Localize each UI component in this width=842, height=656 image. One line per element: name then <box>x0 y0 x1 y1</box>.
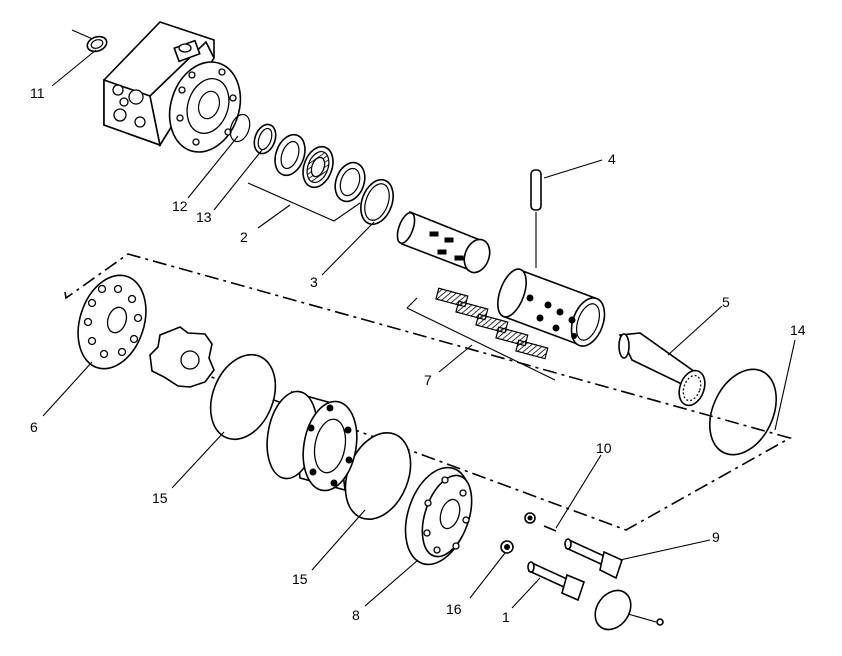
pin-part-10 <box>543 525 557 532</box>
spring-set-part-7 <box>406 287 556 381</box>
callout-16: 16 <box>446 601 462 617</box>
end-cap-part-8 <box>404 466 473 566</box>
callout-7: 7 <box>424 372 432 388</box>
valve-plate-part-6 <box>77 274 147 370</box>
ring-part-3 <box>360 178 394 226</box>
callout-1: 1 <box>502 609 510 625</box>
cover-plate-part <box>594 589 664 631</box>
callout-6: 6 <box>30 419 38 435</box>
callout-11: 11 <box>30 85 45 101</box>
callout-5: 5 <box>722 294 730 310</box>
callout-8: 8 <box>352 607 360 623</box>
ring-part-13 <box>253 123 277 155</box>
callout-15-upper: 15 <box>152 490 168 506</box>
seal-part-15a <box>209 353 277 441</box>
callout-3: 3 <box>310 274 318 290</box>
bolt-part-1 <box>527 561 585 602</box>
sleeve-part <box>497 268 606 347</box>
ring-part-12 <box>229 113 251 143</box>
drive-shaft-part-5 <box>618 332 706 407</box>
callout-13: 13 <box>196 209 212 225</box>
star-rotor-part <box>149 326 215 388</box>
bolt-part-9 <box>564 538 623 580</box>
callout-15-lower: 15 <box>292 571 308 587</box>
callout-10: 10 <box>596 440 612 456</box>
callout-12: 12 <box>172 198 188 214</box>
pin-part-4 <box>530 169 542 268</box>
callout-2: 2 <box>240 229 248 245</box>
bearing-set-part-2 <box>274 133 366 203</box>
assembly-centerline <box>64 253 793 531</box>
spool-part <box>396 210 491 274</box>
callout-9: 9 <box>712 529 720 545</box>
gerotor-part <box>266 390 358 492</box>
callout-4: 4 <box>608 151 616 167</box>
callout-14: 14 <box>790 322 806 338</box>
housing-part <box>71 21 242 153</box>
seal-part-14 <box>709 368 777 456</box>
